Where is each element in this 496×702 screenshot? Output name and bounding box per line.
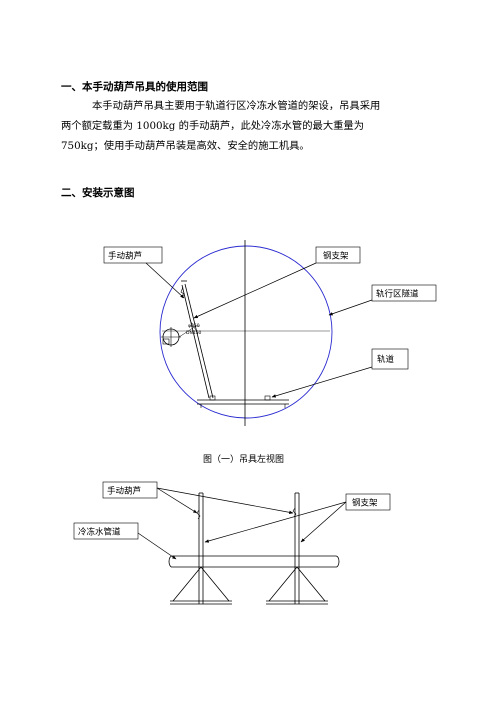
pipe-cross-section: [161, 325, 197, 347]
pipe-dimension-2: DN150: [186, 330, 202, 336]
label-box-hoist: [103, 246, 163, 264]
steel-frame-right: [266, 492, 328, 605]
label-tunnel: 轨行区隧道: [376, 289, 419, 300]
label-steel-frame: 钢支架: [323, 251, 349, 262]
leader-hoist: [145, 262, 185, 299]
label-track: 轨道: [377, 354, 395, 365]
leader-tunnel: [328, 299, 373, 316]
label-steel-frame-2: 钢支架: [352, 498, 378, 509]
tunnel-circle: [159, 245, 333, 419]
leader-pipe: [137, 532, 177, 560]
label-box-pipe: [73, 522, 139, 540]
pipe-dimension-1: φ250: [188, 323, 200, 329]
track-bed: [197, 395, 289, 408]
label-pipe: 冷冻水管道: [78, 527, 121, 538]
leader-hoist-left: [156, 487, 198, 514]
figure-1-left-view: φ250 DN150 手动葫芦 钢支架 轨行区隧道: [103, 240, 437, 465]
steel-frame-left: [170, 492, 232, 605]
figure-1-caption: 图（一）吊具左视图: [203, 453, 284, 465]
label-box-track: [371, 348, 409, 370]
label-hoist: 手动葫芦: [108, 251, 142, 262]
label-box-hoist-2: [102, 481, 158, 499]
leader-track: [271, 366, 373, 398]
paragraph-line-1: 本手动葫芦吊具主要用于轨道行区冷冻水管道的架设，吊具采用: [92, 100, 381, 112]
leader-frame-left: [204, 501, 347, 543]
section-2-heading: 二、安装示意图: [61, 187, 135, 199]
label-hoist-2: 手动葫芦: [107, 486, 141, 497]
paragraph-line-2: 两个额定载重为 1000kg 的手动葫芦，此处冷冻水管的最大重量为: [61, 120, 365, 132]
label-box-steel-frame: [315, 246, 361, 264]
steel-frame-leg: [181, 284, 210, 399]
leader-hoist-right: [156, 487, 294, 514]
leader-frame-right: [300, 501, 347, 543]
section-1-paragraph: 本手动葫芦吊具主要用于轨道行区冷冻水管道的架设，吊具采用 两个额定载重为 100…: [61, 96, 434, 156]
leader-steel-frame: [193, 262, 317, 319]
figure-2-front-view: 手动葫芦 钢支架 冷冻水管道: [73, 481, 391, 605]
label-box-tunnel: [371, 284, 437, 302]
section-1-heading: 一、本手动葫芦吊具的使用范围: [61, 81, 208, 93]
paragraph-line-3: 750kg；使用手动葫芦吊装是高效、安全的施工机具。: [61, 140, 310, 152]
cold-water-pipe: [168, 555, 340, 568]
